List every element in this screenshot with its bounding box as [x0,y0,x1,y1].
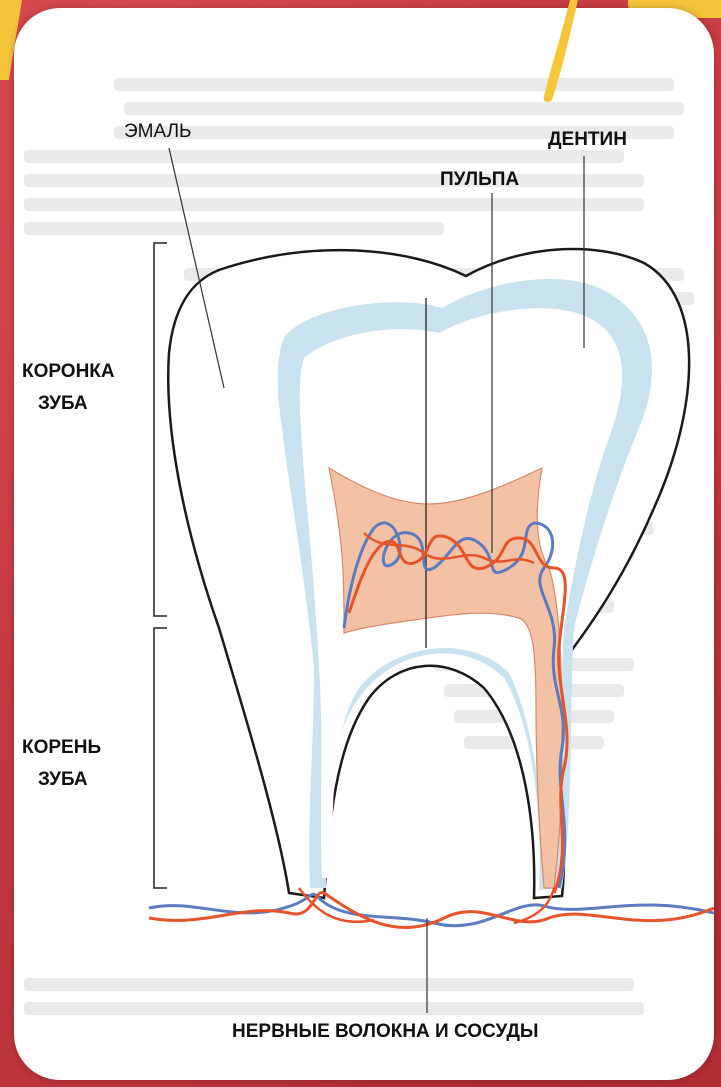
decorative-yellow-stroke-right [540,0,582,105]
nerves-label: НЕРВНЫЕ ВОЛОКНА И СОСУДЫ [232,1020,538,1044]
crown-label-line1: КОРОНКА [22,360,115,384]
crown-bracket [154,243,167,616]
tooth-diagram [14,8,714,1080]
root-bracket [154,628,167,888]
root-label-line2: ЗУБА [38,768,88,792]
pulp-label: ПУЛЬПА [440,168,519,192]
nerve-bundle-blue [149,894,714,926]
nerve-bundle-red [149,892,714,927]
crown-label-line2: ЗУБА [38,392,88,416]
root-label-line1: КОРЕНЬ [22,736,101,760]
enamel-label: ЭМАЛЬ [124,120,192,144]
diagram-card: ЭМАЛЬ ПУЛЬПА ДЕНТИН КОРОНКА ЗУБА КОРЕНЬ … [14,8,714,1080]
nerve-bundle-red-2 [299,888,554,923]
dentin-label: ДЕНТИН [548,128,627,152]
